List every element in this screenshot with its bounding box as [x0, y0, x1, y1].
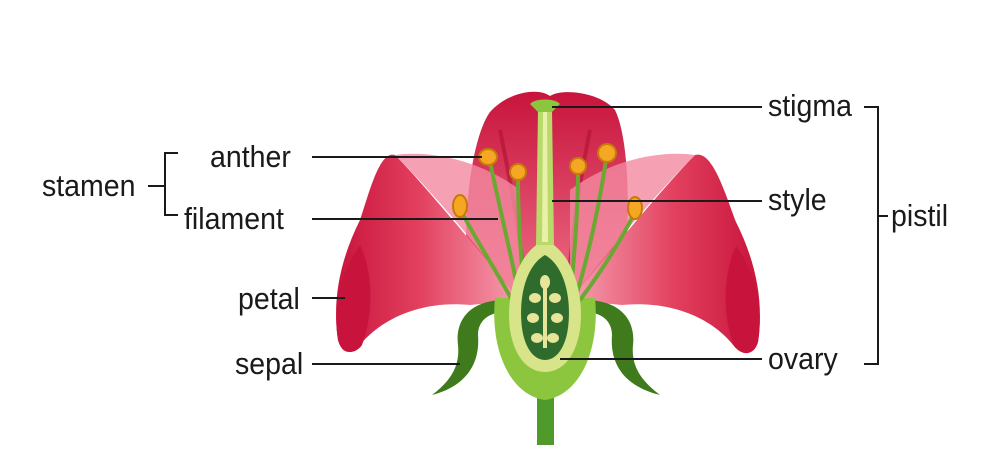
anthers [452, 143, 643, 220]
label-style: style [768, 182, 827, 217]
stigma [530, 99, 560, 112]
label-anther: anther [210, 139, 291, 174]
style-core [542, 112, 548, 242]
anther-6 [627, 196, 643, 220]
stem [537, 395, 554, 445]
sepal-left [432, 300, 505, 395]
pistil-bracket [864, 106, 879, 365]
anther-5 [597, 143, 617, 163]
anther-3 [452, 194, 468, 218]
label-stigma: stigma [768, 88, 853, 123]
ovules [527, 275, 563, 348]
petal-right [570, 154, 760, 354]
label-stamen: stamen [42, 168, 136, 203]
anther-2 [509, 163, 527, 181]
petal-left-inner [395, 153, 520, 300]
label-sepal: sepal [235, 346, 304, 381]
label-pistil: pistil [891, 198, 949, 233]
sepal-right [585, 300, 660, 395]
label-ovary: ovary [768, 341, 838, 376]
anther-4 [569, 157, 587, 175]
stamen-bracket [164, 152, 178, 216]
leader-lines [148, 106, 888, 365]
petal-right-tip [725, 246, 760, 354]
label-petal: petal [238, 281, 300, 316]
petal-left-tip [336, 245, 371, 352]
petal-left [336, 154, 520, 352]
label-filament: filament [184, 201, 284, 236]
